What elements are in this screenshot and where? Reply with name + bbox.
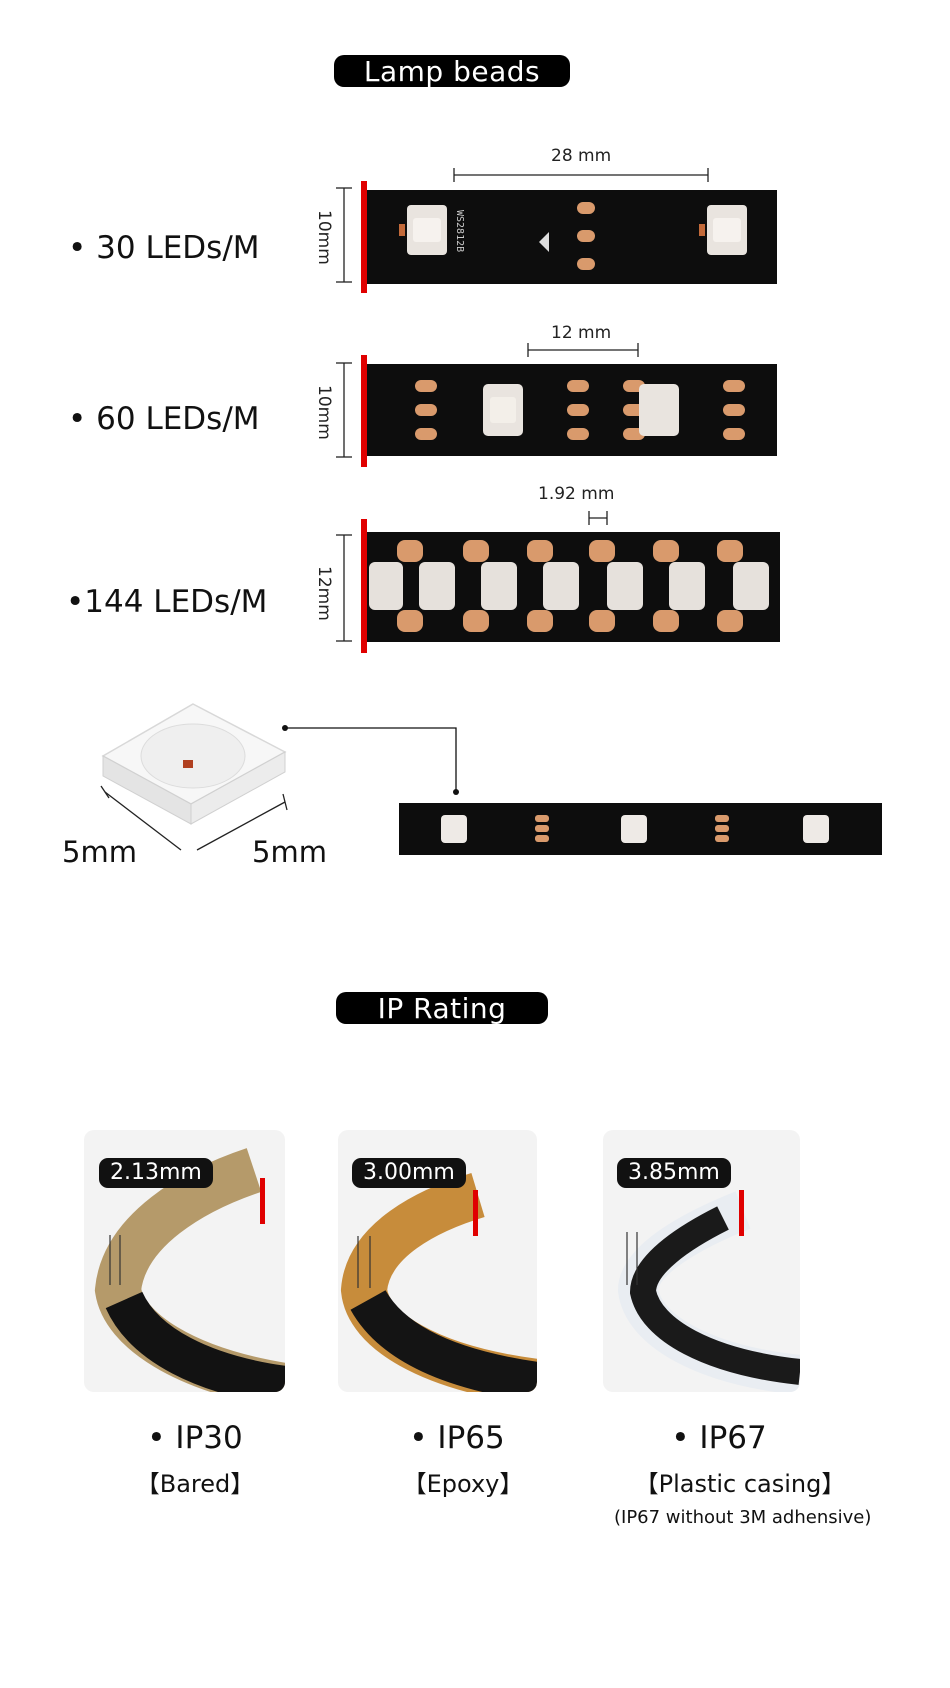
ip65-strip-image	[340, 1172, 537, 1392]
section-title-ip-rating: IP Rating	[336, 992, 548, 1025]
ip30-type: 【Bared】	[135, 1470, 255, 1498]
led-chip-icon	[399, 205, 447, 255]
ip65-type: 【Epoxy】	[402, 1470, 524, 1498]
density-label-60: • 60 LEDs/M	[68, 401, 260, 437]
ip67-card: 3.85mm	[603, 1130, 800, 1392]
height-label-row3: 12mm	[314, 566, 334, 621]
ip67-red-marker	[739, 1190, 744, 1236]
density-label-144: •144 LEDs/M	[66, 584, 268, 620]
height-line-row3	[336, 534, 352, 642]
density-label-30: • 30 LEDs/M	[68, 230, 260, 266]
ip67-note: (IP67 without 3M adhensive)	[614, 1507, 872, 1528]
ip65-red-marker	[473, 1190, 478, 1236]
dimension-line-1-92mm	[588, 511, 608, 525]
height-line-row1	[336, 187, 352, 283]
ip65-card: 3.00mm	[338, 1130, 537, 1392]
led-strip-60	[367, 364, 777, 456]
ip30-card: 2.13mm	[84, 1130, 285, 1392]
ip30-rating: • IP30	[147, 1420, 243, 1456]
red-marker-row3	[361, 519, 367, 653]
ip67-strip-image	[617, 1191, 800, 1392]
chip-width-label: 5mm	[62, 835, 137, 869]
led-strip-144	[367, 532, 780, 642]
ip67-type: 【Plastic casing】	[634, 1470, 846, 1498]
led-strip-closeup	[399, 803, 882, 855]
spacing-label-1-92mm: 1.92 mm	[538, 484, 615, 504]
ip67-rating: • IP67	[671, 1420, 767, 1456]
ip30-thickness-tag: 2.13mm	[99, 1158, 213, 1188]
dimension-line-12mm	[527, 343, 639, 357]
ip67-thickness-tag: 3.85mm	[617, 1158, 731, 1188]
ip65-rating: • IP65	[409, 1420, 505, 1456]
led-chip-icon	[483, 384, 523, 436]
chip-marking: WS2812B	[454, 210, 465, 252]
red-marker-row1	[361, 181, 367, 293]
section-title-lamp-beads: Lamp beads	[334, 55, 570, 88]
spacing-label-12mm: 12 mm	[551, 323, 612, 343]
led-chip-5050-illustration	[100, 703, 288, 851]
height-label-row1: 10mm	[314, 210, 334, 265]
height-label-row2: 10mm	[314, 385, 334, 440]
red-marker-row2	[361, 355, 367, 467]
height-line-row2	[336, 362, 352, 458]
led-chip-icon	[699, 205, 747, 255]
spacing-label-28mm: 28 mm	[551, 146, 612, 166]
chip-depth-label: 5mm	[252, 835, 327, 869]
ip65-thickness-tag: 3.00mm	[352, 1158, 466, 1188]
led-strip-30: WS2812B	[367, 190, 777, 284]
led-chip-icon	[639, 384, 679, 436]
ip30-strip-image	[94, 1148, 285, 1392]
ip30-red-marker	[260, 1178, 265, 1224]
callout-connector	[282, 725, 459, 795]
dimension-line-28mm	[453, 168, 709, 182]
